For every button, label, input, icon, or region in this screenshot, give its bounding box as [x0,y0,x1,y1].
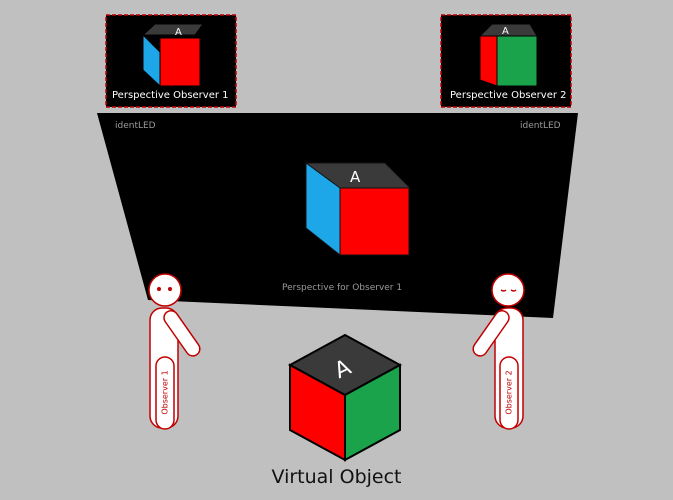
thumbnail-observer-1: A [105,14,237,108]
brand-left: identLED [115,121,156,131]
screen-cube: A [304,162,412,257]
thumbnail-observer-2: A [440,14,572,108]
thumbnail-label-2: Perspective Observer 2 [450,90,567,101]
brand-right: identLED [520,121,561,131]
observer-2-label: Observer 2 [504,370,514,415]
observer-2-figure [472,273,525,430]
virtual-object-cube: A [287,333,403,462]
cube-letter: A [502,26,509,37]
virtual-object-title: Virtual Object [271,466,402,488]
thumbnail-label-1: Perspective Observer 1 [112,90,229,101]
cube-letter: A [350,168,361,186]
observer-1-figure [148,273,201,430]
observer-1-label: Observer 1 [160,370,170,415]
screen-caption: Perspective for Observer 1 [282,283,403,293]
cube-letter: A [175,27,182,38]
